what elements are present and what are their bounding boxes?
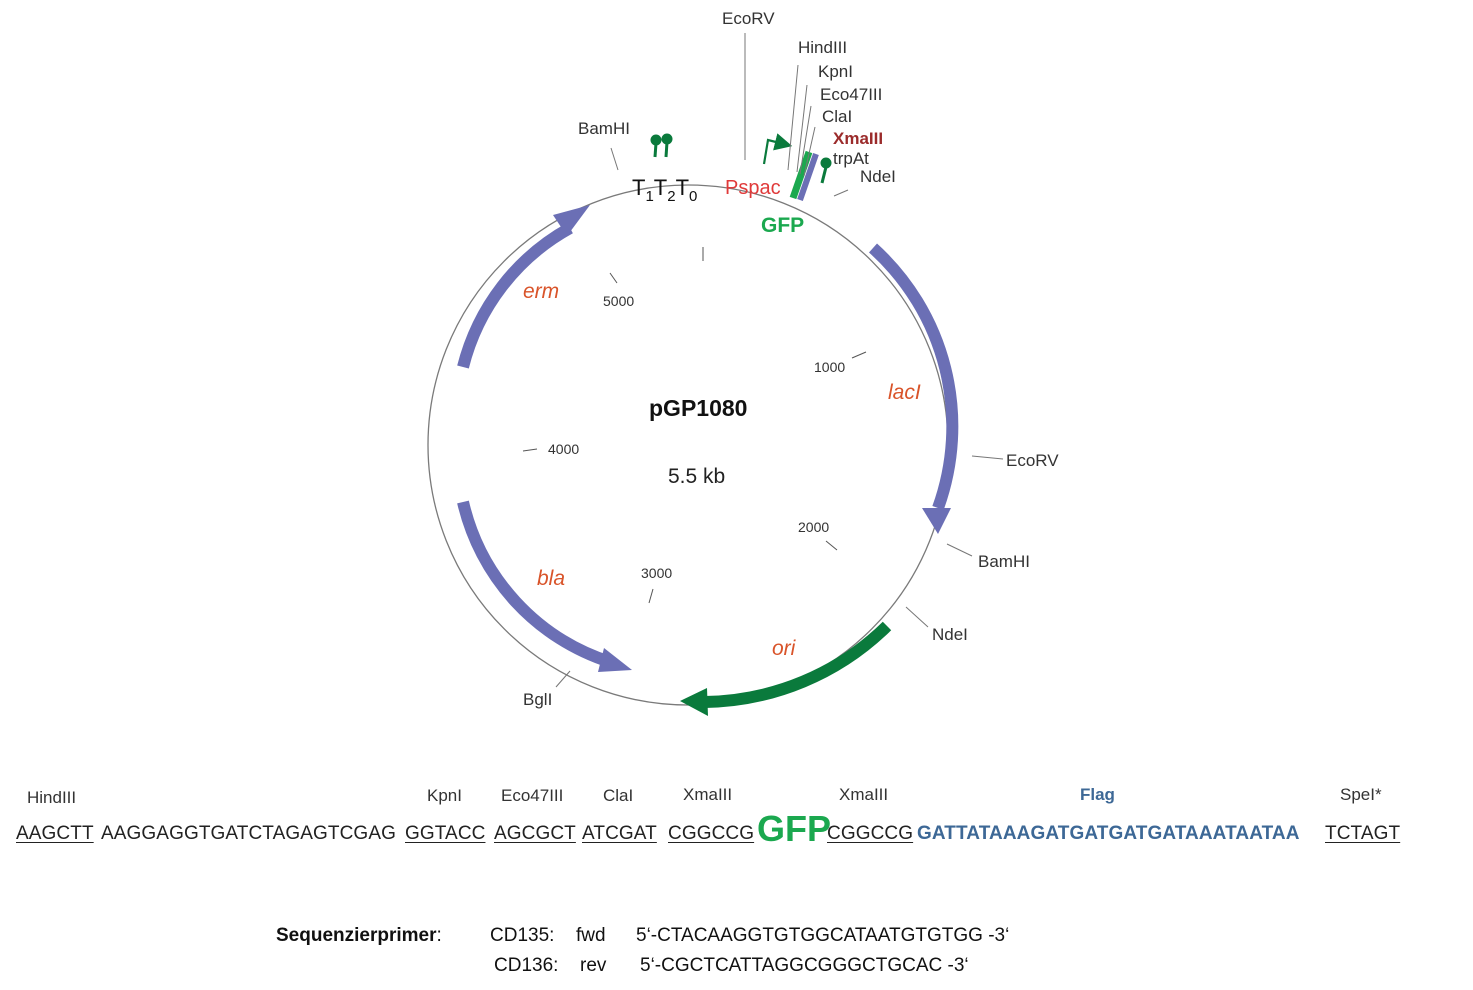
seq-spei: TCTAGT	[1325, 823, 1401, 844]
seq-kpni: GGTACC	[405, 823, 486, 844]
site-leader-lines	[555, 33, 1004, 688]
gene-arrow-laci	[868, 243, 959, 511]
seq-eco47iii: AGCGCT	[494, 823, 576, 844]
mcs-label-clai: ClaI	[603, 786, 634, 805]
site-label-ecorv-top: EcoRV	[722, 9, 775, 28]
gfp-bar	[789, 150, 813, 200]
primer-rev-dir: rev	[580, 955, 607, 976]
coordinate-ticks	[522, 247, 867, 604]
promoter-label: Pspac	[725, 177, 781, 199]
mcs-label-xmaiii-2: XmaIII	[839, 785, 889, 804]
site-label-bamhi-right: BamHI	[978, 552, 1030, 571]
terminator-label: T1T2T0	[632, 175, 697, 205]
site-label-xmaiii: XmaIII	[833, 129, 883, 148]
seq-xmaiii-1: CGGCCG	[668, 823, 755, 844]
tick-label-2000: 2000	[798, 519, 829, 535]
primer-rev-name: CD136:	[494, 955, 559, 976]
gene-arrow-bla-head	[598, 648, 632, 672]
site-label-trpat: trpAt	[833, 149, 869, 168]
site-label-bgli: BglI	[523, 690, 552, 709]
seq-clai: ATCGAT	[582, 823, 657, 844]
site-label-ndei-top: NdeI	[860, 167, 896, 186]
gene-arrow-ori-head	[680, 688, 708, 716]
plasmid-map: EcoRV HindIII KpnI Eco47III ClaI XmaIII …	[427, 9, 1059, 716]
primer-rev-seq: 5‘-CGCTCATTAGGCGGGCTGCAC -3‘	[640, 955, 969, 976]
mcs-label-kpni: KpnI	[427, 786, 462, 805]
gfp-map-label: GFP	[761, 214, 804, 237]
site-label-eco47iii: Eco47III	[820, 85, 882, 104]
gene-arrow-erm-head	[553, 205, 590, 236]
site-label-clai: ClaI	[822, 107, 852, 126]
tick-label-5000: 5000	[603, 293, 634, 309]
seq-flag: GATTATAAAGATGATGATGATAAATAATAA	[917, 823, 1300, 844]
primer-fwd-seq: 5‘-CTACAAGGTGTGGCATAATGTGTGG -3‘	[636, 925, 1010, 946]
mcs-label-flag: Flag	[1080, 785, 1115, 804]
mcs-label-eco47iii: Eco47III	[501, 786, 564, 805]
seq-xmaiii-2: CGGCCG	[827, 823, 914, 844]
promoter-arrow	[762, 133, 793, 165]
gene-label-laci: lacI	[888, 381, 921, 404]
tick-label-3000: 3000	[641, 565, 672, 581]
tick-label-1000: 1000	[814, 359, 845, 375]
gene-label-bla: bla	[537, 567, 565, 590]
site-label-ndei-right: NdeI	[932, 625, 968, 644]
plasmid-size: 5.5 kb	[668, 465, 725, 488]
plasmid-name: pGP1080	[649, 395, 747, 421]
primer-fwd-name: CD135:	[490, 925, 555, 946]
gene-arrow-bla	[457, 500, 612, 668]
gene-label-erm: erm	[523, 280, 559, 303]
gene-arrow-ori	[704, 621, 892, 708]
site-label-hindiii: HindIII	[798, 38, 847, 57]
site-label-kpni: KpnI	[818, 62, 853, 81]
primer-fwd-dir: fwd	[576, 925, 606, 946]
site-label-ecorv-right: EcoRV	[1006, 451, 1059, 470]
mcs-label-hindiii: HindIII	[27, 788, 77, 807]
gene-label-ori: ori	[772, 637, 797, 660]
mcs-label-xmaiii-1: XmaIII	[683, 785, 733, 804]
seq-hindiii: AAGCTT	[16, 823, 94, 844]
site-label-bamhi-top: BamHI	[578, 119, 630, 138]
seq-gfp: GFP	[757, 808, 832, 849]
gene-arrow-erm	[457, 222, 573, 369]
seq-linker: AAGGAGGTGATCTAGAGTCGAG	[101, 823, 396, 844]
terminator-hairpins	[650, 133, 832, 184]
plasmid-backbone	[427, 184, 949, 706]
tick-label-4000: 4000	[548, 441, 579, 457]
mcs-label-spei: SpeI*	[1340, 785, 1382, 804]
gene-arrow-laci-head	[922, 508, 951, 534]
flag-bar	[797, 153, 819, 201]
primer-heading: Sequenzierprimer:	[276, 925, 442, 946]
